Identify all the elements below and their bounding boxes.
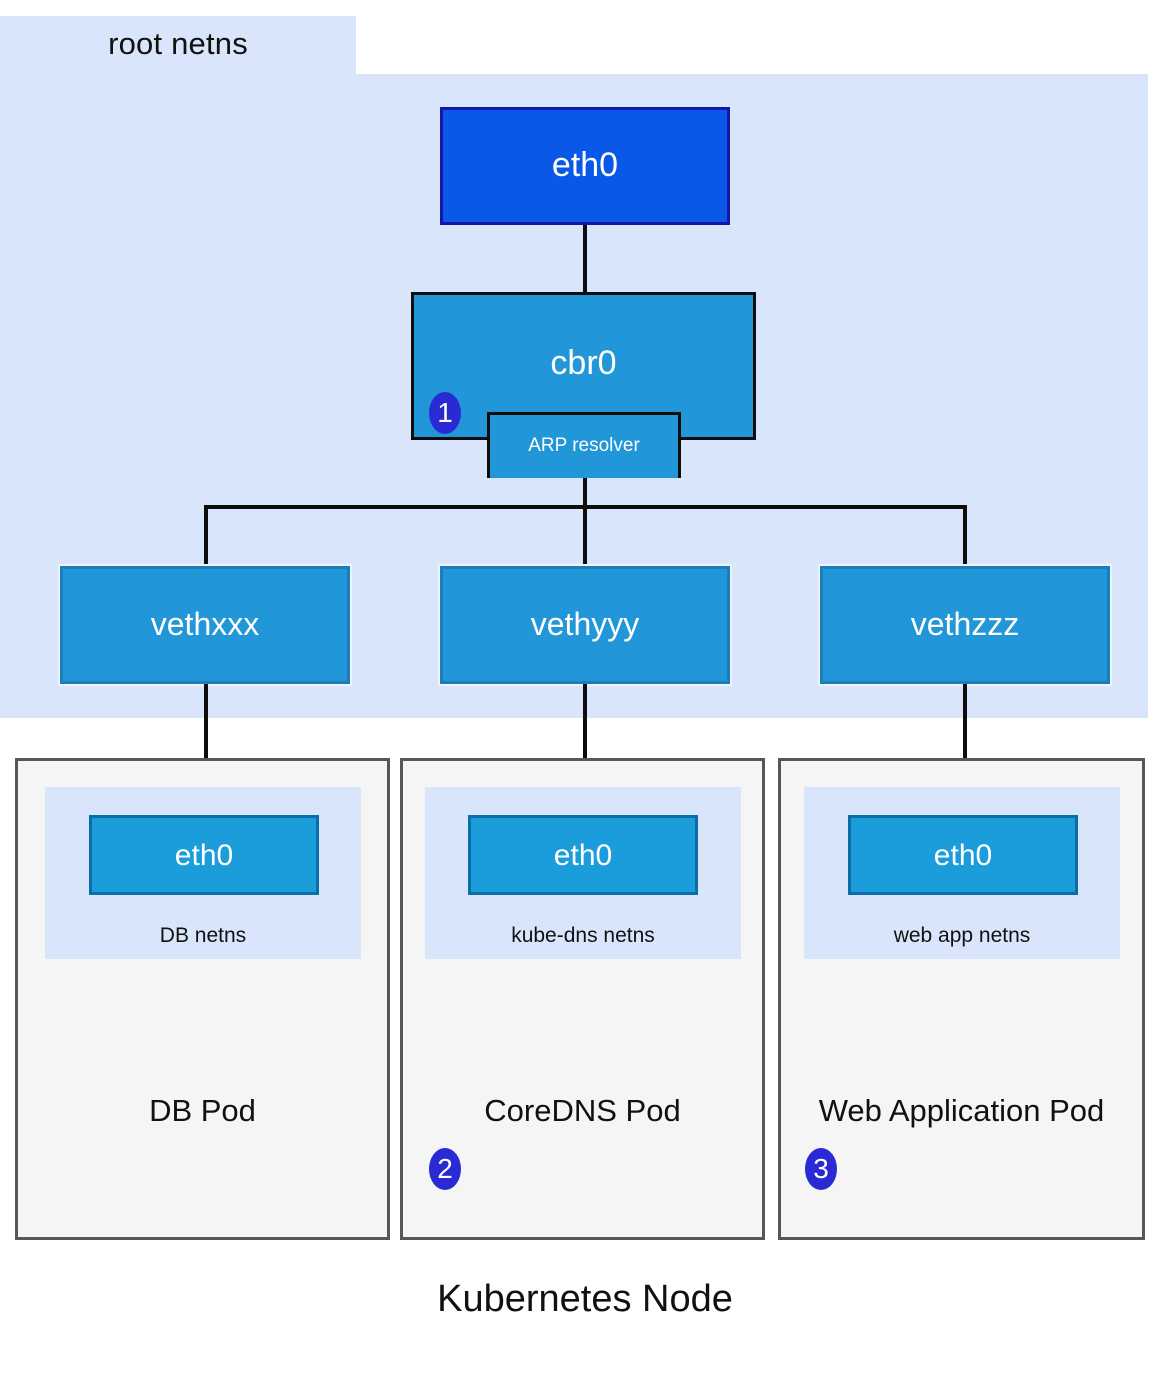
arp-resolver-label: ARP resolver (528, 435, 640, 457)
pod-title-coredns: CoreDNS Pod (484, 1093, 681, 1128)
step-badge-3: 3 (805, 1148, 837, 1190)
root-netns-region-upper (0, 16, 356, 76)
pod-eth0-label-coredns: eth0 (553, 838, 613, 872)
connector-bus-to-vethzzz (963, 505, 967, 567)
veth-label-vethyyy: vethyyy (530, 606, 640, 643)
veth-label-vethzzz: vethzzz (910, 606, 1020, 643)
netns-label-coredns: kube-dns netns (511, 924, 655, 947)
pod-eth0-box-webapp[interactable]: eth0 (848, 815, 1078, 895)
connector-arp-to-bus (583, 478, 587, 507)
pod-title-webapp: Web Application Pod (818, 1093, 1105, 1128)
veth-box-vethyyy[interactable]: vethyyy (438, 564, 732, 686)
cbr0-label: cbr0 (550, 344, 617, 382)
host-eth0-box[interactable]: eth0 (440, 107, 730, 225)
pod-eth0-label-db: eth0 (174, 838, 234, 872)
root-netns-label: root netns (108, 26, 248, 61)
veth-label-vethxxx: vethxxx (150, 606, 260, 643)
veth-box-vethzzz[interactable]: vethzzz (818, 564, 1112, 686)
netns-label-webapp: web app netns (893, 924, 1031, 947)
step-badge-2: 2 (429, 1148, 461, 1190)
connector-bus-to-vethxxx (204, 505, 208, 567)
connector-eth0-to-cbr0 (583, 225, 587, 292)
step-badge-1-label: 1 (437, 397, 453, 428)
veth-box-vethxxx[interactable]: vethxxx (58, 564, 352, 686)
pod-eth0-box-coredns[interactable]: eth0 (468, 815, 698, 895)
pod-eth0-box-db[interactable]: eth0 (89, 815, 319, 895)
connector-bus-to-vethyyy (583, 505, 587, 567)
host-eth0-label: eth0 (551, 146, 619, 185)
arp-resolver-box[interactable]: ARP resolver (487, 412, 681, 478)
pod-eth0-label-webapp: eth0 (933, 838, 993, 872)
netns-label-db: DB netns (159, 924, 247, 947)
kubernetes-node-caption: Kubernetes Node (437, 1278, 733, 1320)
step-badge-2-label: 2 (437, 1153, 453, 1184)
step-badge-3-label: 3 (813, 1153, 829, 1184)
step-badge-1: 1 (429, 392, 461, 434)
pod-title-db: DB Pod (149, 1093, 256, 1128)
